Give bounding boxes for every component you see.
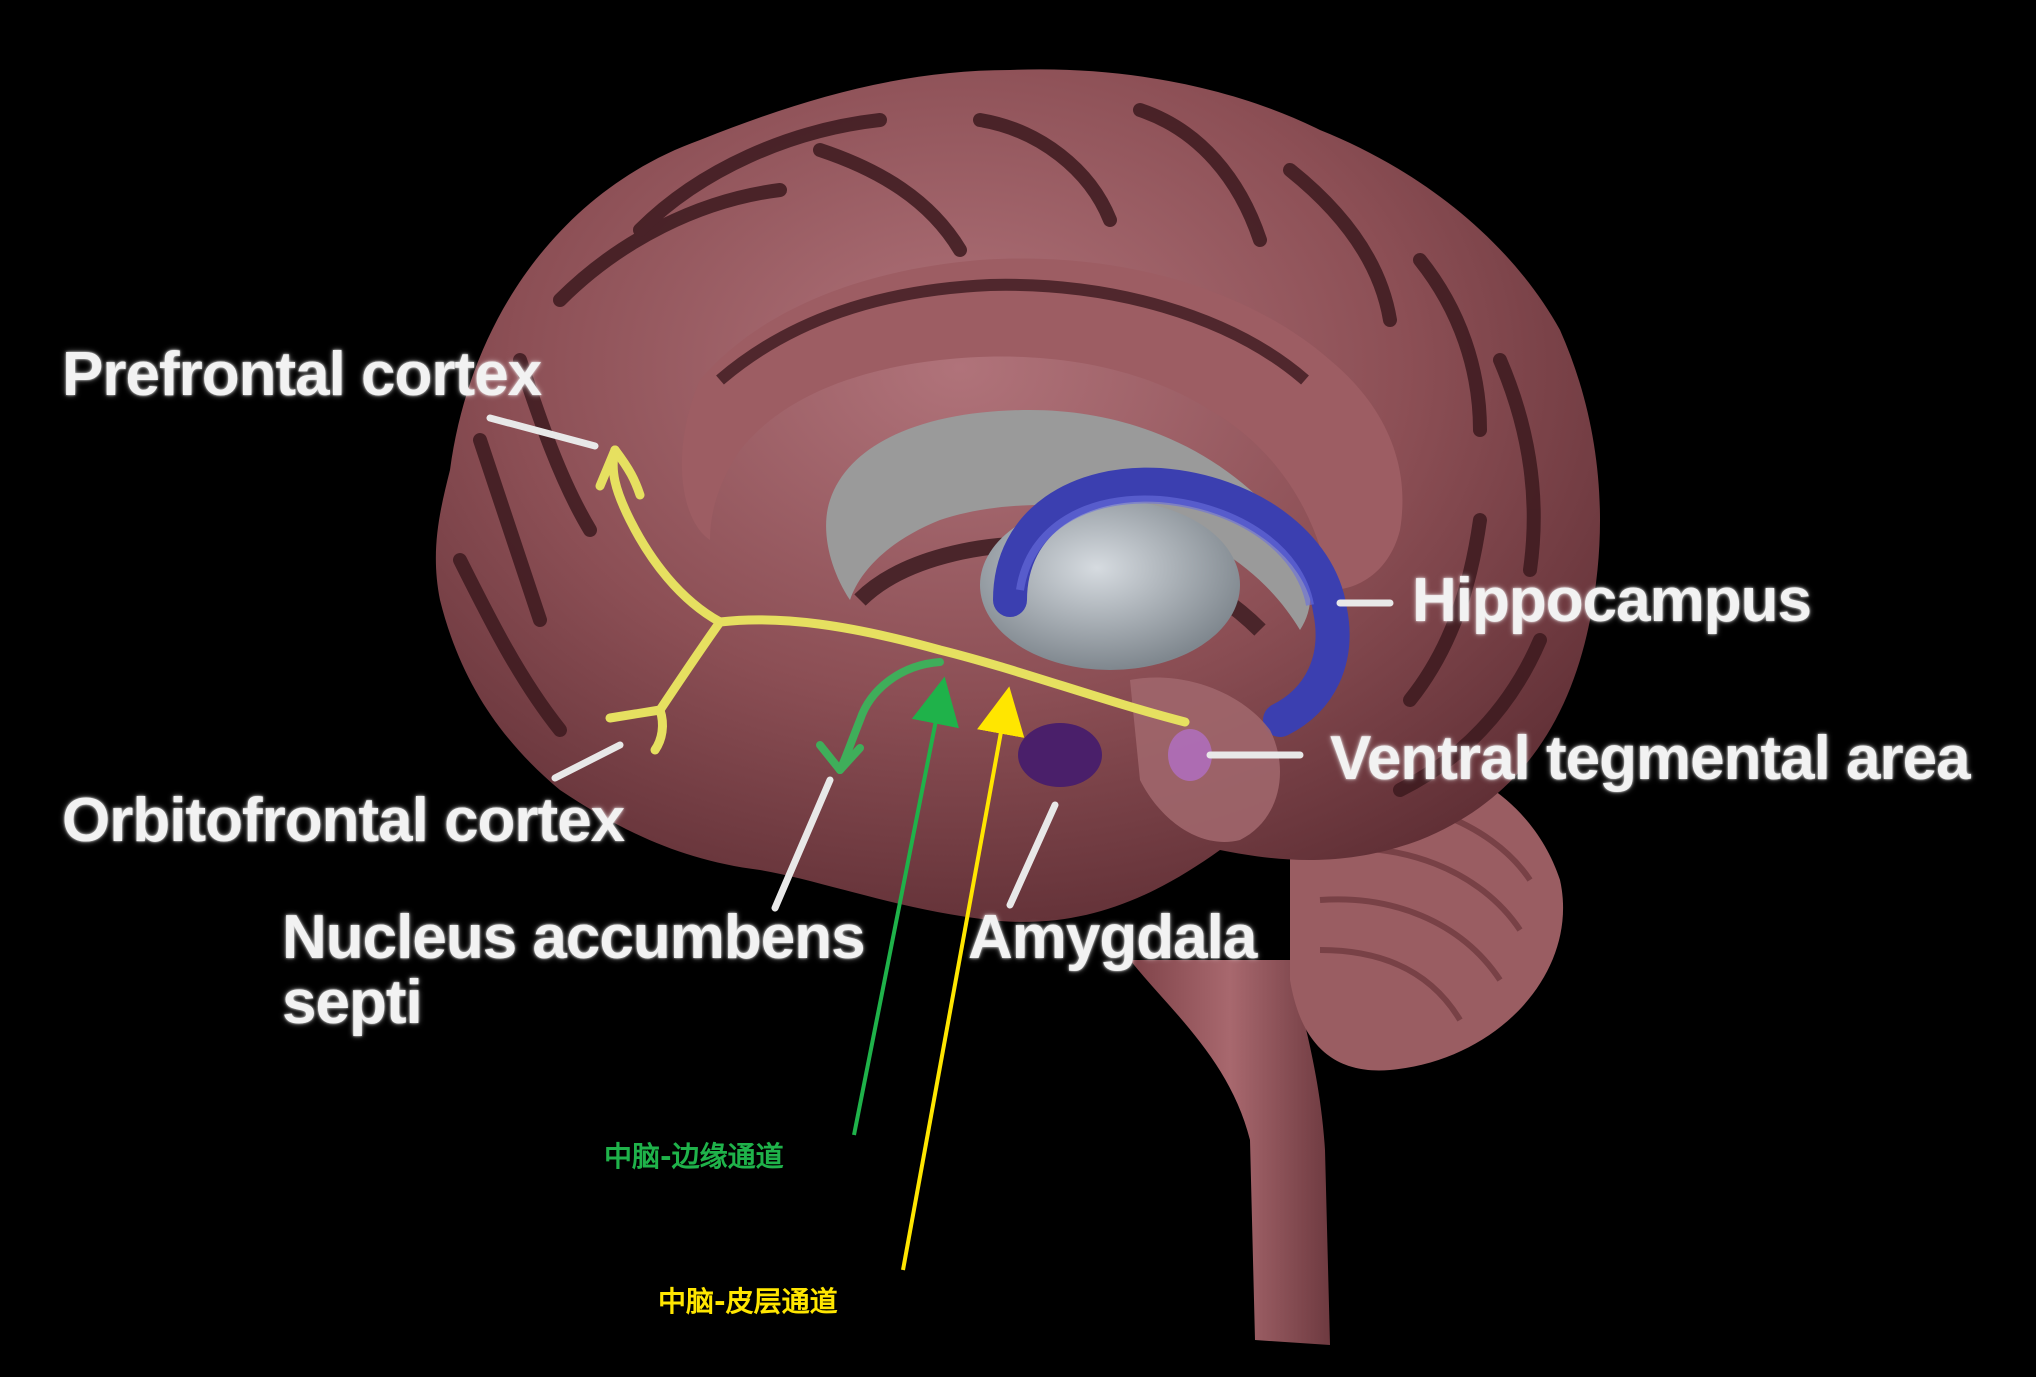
amygdala-structure	[1018, 723, 1102, 787]
mesocortical-arrow	[901, 686, 1025, 1271]
vta-structure	[1168, 729, 1212, 781]
leader-lines	[486, 414, 1394, 912]
mesolimbic-pathway	[816, 658, 944, 774]
label-hippocampus: Hippocampus	[1412, 566, 1812, 635]
lateral-ventricle	[826, 410, 1311, 630]
label-orbitofrontal-cortex: Orbitofrontal cortex	[62, 786, 625, 855]
brain-stem	[1130, 960, 1330, 1345]
annotation-mesolimbic: 中脑-边缘通道	[604, 1140, 784, 1173]
mesolimbic-arrow	[852, 676, 959, 1136]
label-amygdala: Amygdala	[968, 903, 1257, 972]
hippocampus-structure	[993, 467, 1350, 737]
mesocortical-pathway	[595, 445, 1190, 755]
label-ventral-tegmental-area: Ventral tegmental area	[1330, 724, 1971, 793]
label-nucleus-accumbens-line1: Nucleus accumbens	[282, 903, 866, 972]
cingulate-gyrus	[681, 258, 1403, 590]
label-nucleus-accumbens-line2: septi	[282, 968, 423, 1038]
annotation-mesocortical: 中脑-皮层通道	[658, 1285, 838, 1318]
label-prefrontal-cortex: Prefrontal cortex	[62, 340, 542, 409]
label-nucleus-accumbens: Nucleus accumbens septi	[282, 903, 866, 1038]
